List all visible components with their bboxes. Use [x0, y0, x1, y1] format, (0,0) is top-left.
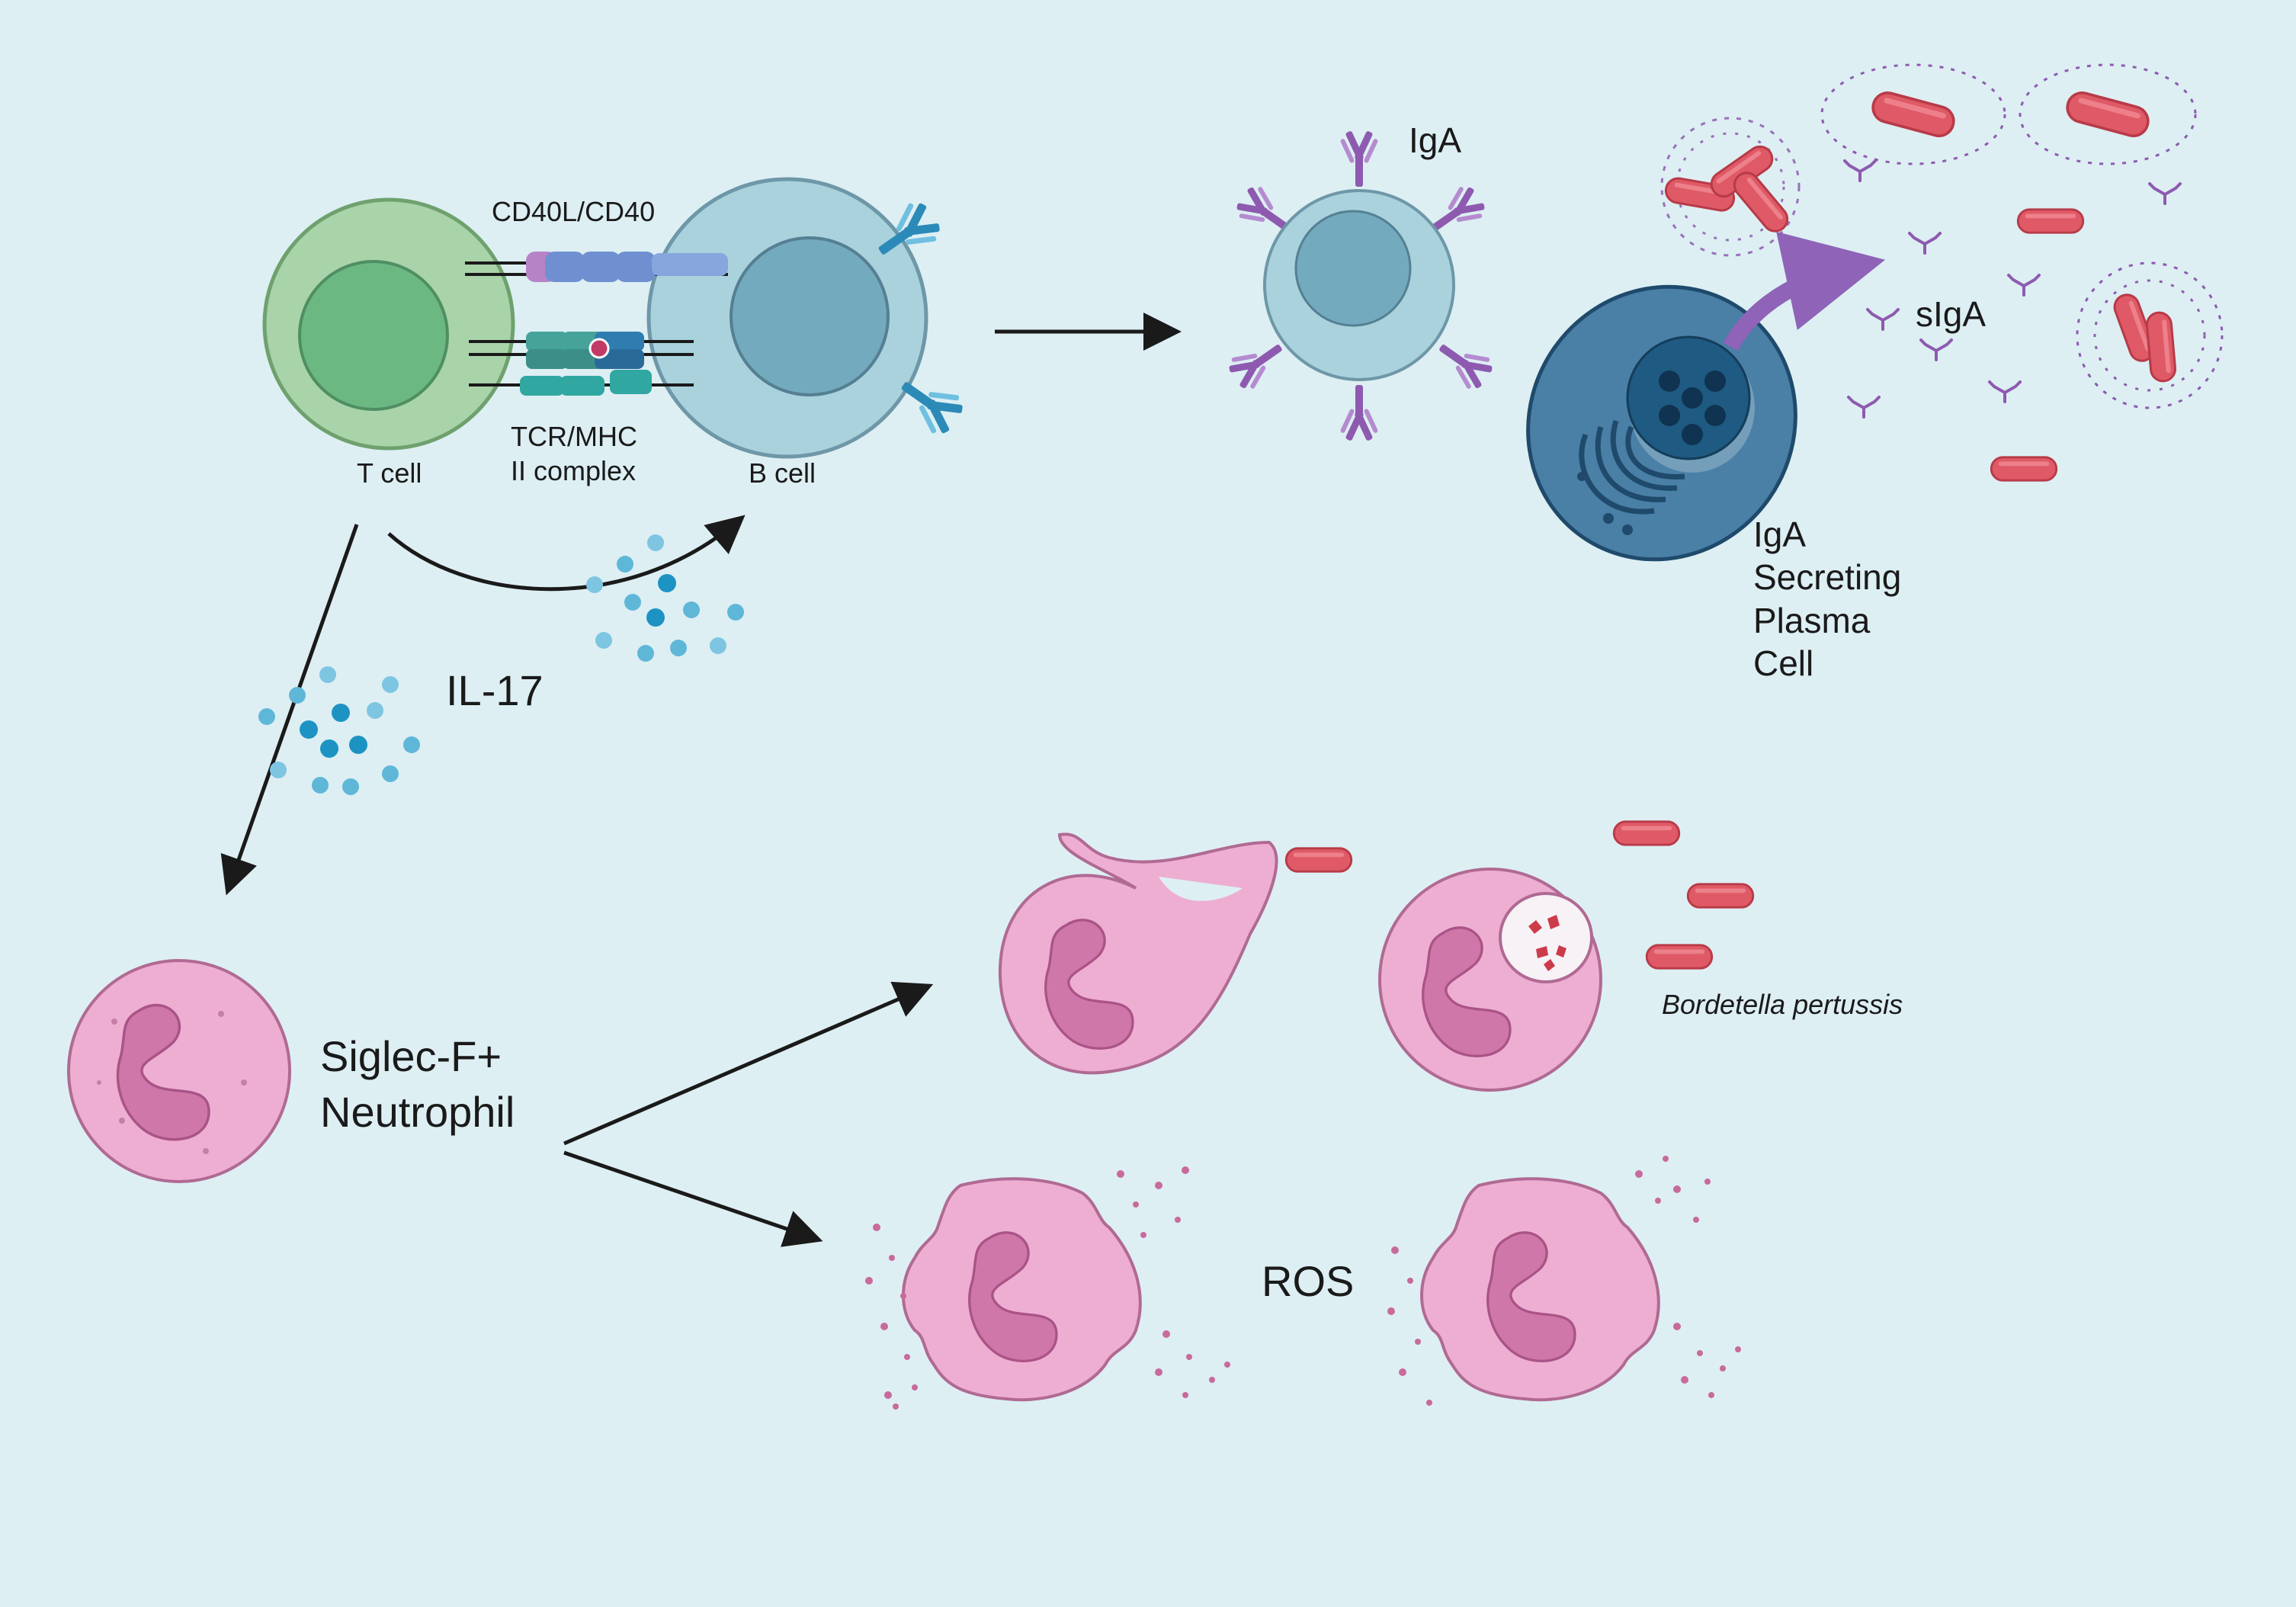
iga-coated-bacterium-2	[2019, 63, 2197, 165]
b-cell-icon	[646, 177, 928, 459]
cd40-complex-icon	[465, 252, 728, 282]
arrow-to-phagocytosis	[563, 981, 934, 1146]
il17-label: IL-17	[446, 666, 544, 714]
t-cell-label: T cell	[357, 457, 422, 489]
plasma-label-line3: Plasma	[1753, 601, 1871, 640]
bordetella-label: Bordetella pertussis	[1662, 989, 1903, 1020]
arrow-to-ros	[563, 1150, 823, 1247]
ros-label: ROS	[1262, 1257, 1354, 1305]
iga-b-cell-icon	[1223, 130, 1499, 441]
neutrophil-label-line1: Siglec-F+	[320, 1032, 502, 1080]
iga-coated-bacteria-cluster-2	[2076, 261, 2224, 409]
il17-cytokines	[258, 666, 420, 795]
iga-label: IgA	[1409, 120, 1461, 160]
neutrophil-icon	[67, 959, 291, 1183]
bacterium-icon	[1990, 208, 2085, 482]
tcr-label-line2: II complex	[511, 455, 636, 486]
plasma-label-line1: IgA	[1753, 515, 1806, 554]
iga-coated-bacterium-1	[1820, 63, 2006, 165]
plasma-label-line2: Secreting	[1753, 557, 1901, 597]
plasma-cell-icon	[1526, 284, 1797, 562]
tcr-mhc-complex-icon	[469, 332, 694, 396]
cd40-label: CD40L/CD40	[492, 196, 655, 227]
tcr-label-line1: TCR/MHC	[511, 421, 637, 452]
phagocytosing-neutrophil-2	[1378, 868, 1602, 1092]
ros-neutrophil-1	[902, 1177, 1142, 1402]
plasma-label-line4: Cell	[1753, 643, 1813, 683]
t-cell-icon	[262, 197, 515, 451]
ros-particles	[865, 1156, 1741, 1410]
neutrophil-label-line2: Neutrophil	[320, 1088, 515, 1136]
siga-antibodies	[1843, 159, 2182, 419]
phagocytosing-neutrophil-1	[998, 832, 1278, 1075]
arrow-t-to-neutrophil	[220, 524, 359, 896]
b-cell-label: B cell	[749, 457, 816, 489]
iga-coated-bacteria-cluster	[1660, 117, 1801, 257]
secretion-arrow	[1723, 231, 1886, 351]
cytokine-icon	[586, 534, 744, 662]
ros-neutrophil-2	[1420, 1177, 1660, 1402]
arrow-t-to-b-curve	[387, 515, 746, 592]
siga-label: sIgA	[1916, 294, 1986, 334]
